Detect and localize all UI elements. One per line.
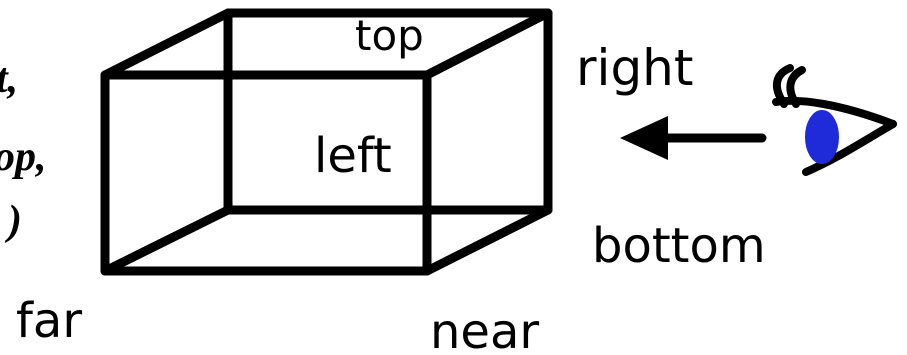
box-edge-bottom-right xyxy=(422,205,553,276)
label-far: far xyxy=(16,293,82,349)
label-bottom: bottom xyxy=(592,218,766,274)
cropped-text-line-2: op, xyxy=(0,134,47,180)
eye-lower-lid xyxy=(802,120,897,176)
label-left: left xyxy=(314,128,392,184)
box-edge-top-left xyxy=(100,8,233,80)
cropped-text-line-1: t, xyxy=(0,56,18,102)
eye-upper-lid xyxy=(772,96,897,128)
box-back-face xyxy=(223,8,553,215)
view-volume-box xyxy=(100,8,553,276)
label-right: right xyxy=(576,39,693,97)
arrow-left-icon xyxy=(620,116,767,160)
eye-icon xyxy=(772,64,897,176)
label-near: near xyxy=(430,304,539,355)
cropped-text-line-3: ) xyxy=(4,198,22,244)
box-edge-bottom-left xyxy=(100,205,233,276)
label-top: top xyxy=(355,11,424,60)
eye-pupil xyxy=(805,110,839,164)
box-front-face xyxy=(100,70,432,276)
box-edge-top-right xyxy=(422,8,553,80)
